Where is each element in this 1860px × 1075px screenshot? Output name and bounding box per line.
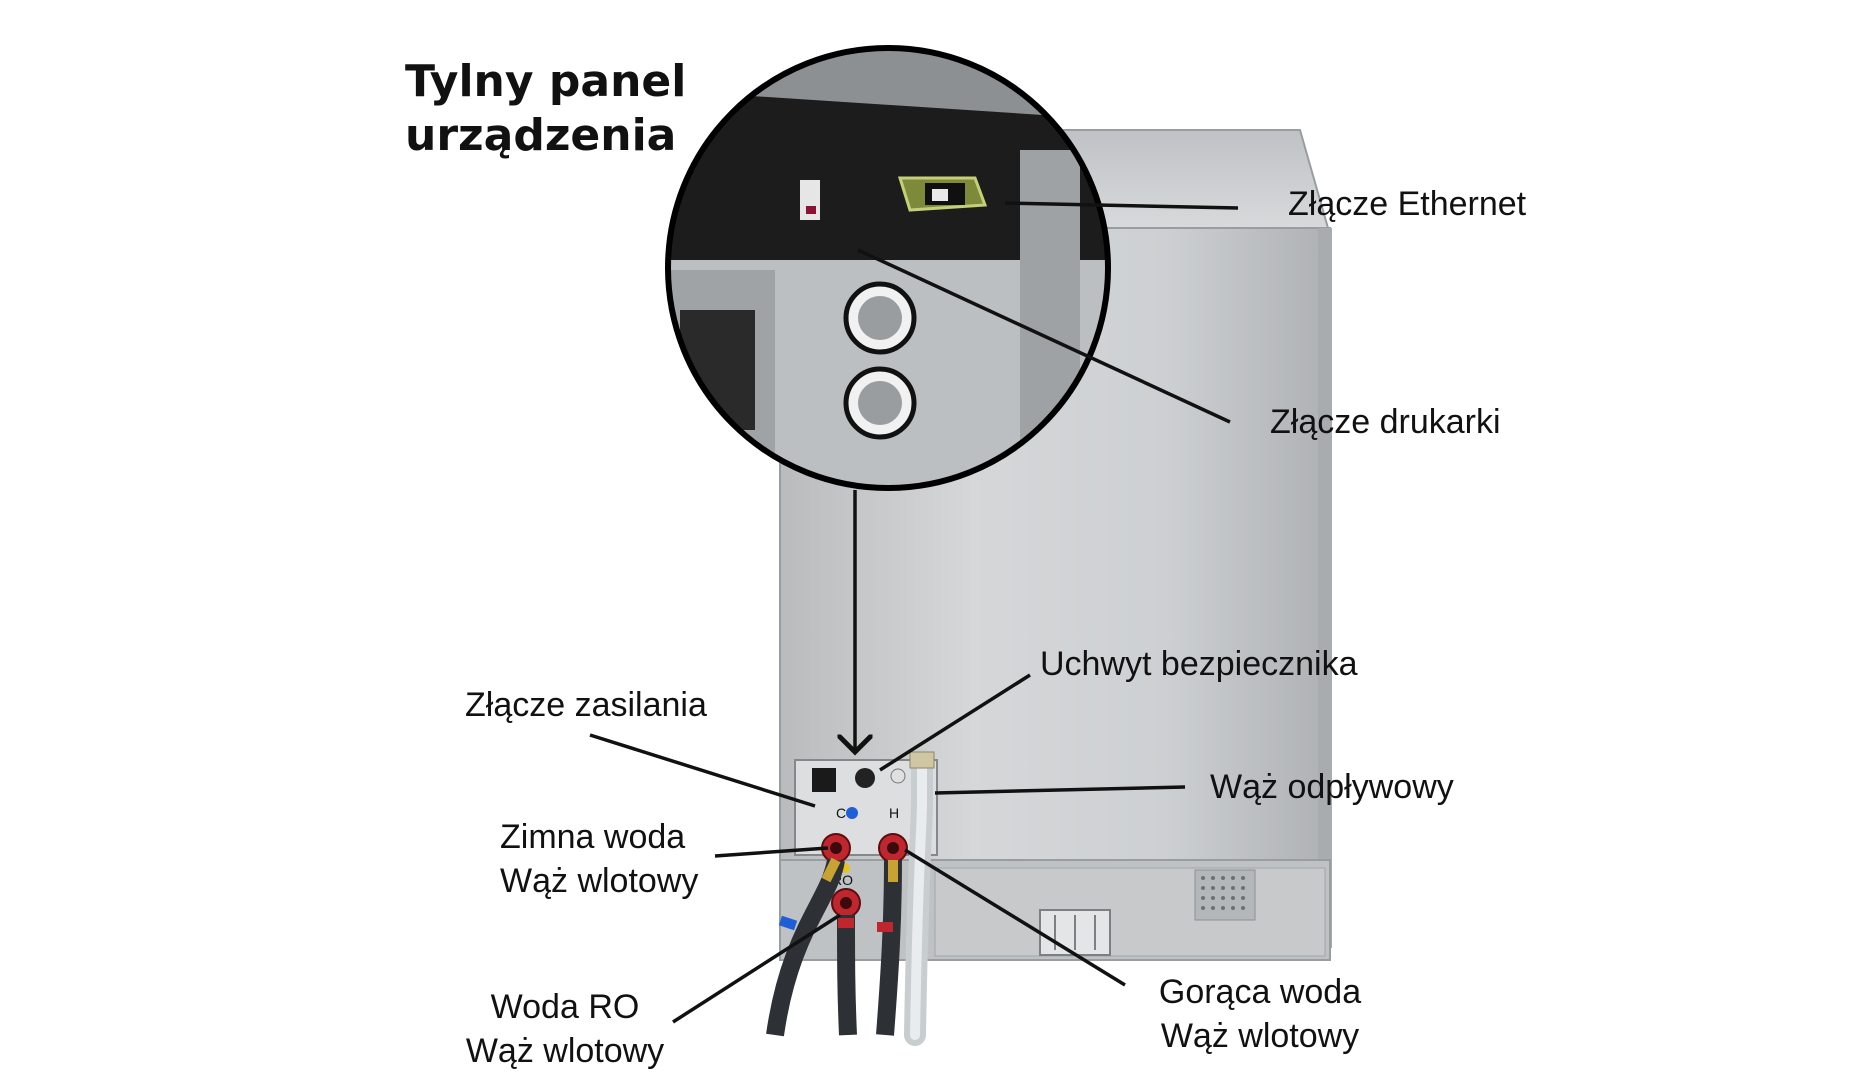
inlet-hoses xyxy=(766,857,902,1037)
hot-inlet-fitting xyxy=(878,833,908,863)
leader-printer xyxy=(857,248,1231,424)
zoom-knob-upper xyxy=(843,281,917,355)
cold-mark: C xyxy=(836,805,846,821)
hot-mark: H xyxy=(889,805,899,821)
label-fuse: Uchwyt bezpiecznika xyxy=(1040,645,1358,683)
title-line-2: urządzenia xyxy=(405,110,677,161)
label-ro-line-2: Wąż wlotowy xyxy=(465,1032,665,1070)
leader-drain xyxy=(934,785,1186,795)
power-socket-icon xyxy=(812,768,836,792)
ro-inlet-fitting xyxy=(831,888,861,918)
leader-ethernet xyxy=(1004,201,1239,210)
label-power: Złącze zasilania xyxy=(465,686,707,724)
label-cold-line-2: Wąż wlotowy xyxy=(500,862,699,900)
label-cold-line-1: Zimna woda xyxy=(500,818,686,856)
leader-hot xyxy=(904,848,1126,987)
label-hot-line-1: Gorąca woda xyxy=(1158,973,1362,1011)
zoom-inset xyxy=(665,45,1111,491)
label-hot-inlet: Gorąca woda Wąż wlotowy xyxy=(1145,970,1375,1058)
fuse-holder-icon xyxy=(855,768,875,788)
leader-cold xyxy=(714,846,829,858)
label-printer: Złącze drukarki xyxy=(1270,403,1501,441)
bottom-bracket xyxy=(1039,909,1111,956)
ethernet-port-icon xyxy=(897,176,988,212)
vent-grille xyxy=(1194,869,1256,921)
cold-dot-icon xyxy=(846,807,858,819)
label-drain: Wąż odpływowy xyxy=(1210,768,1454,806)
label-hot-line-2: Wąż wlotowy xyxy=(1160,1017,1360,1055)
leader-fuse xyxy=(879,673,1031,772)
zoom-knob-lower xyxy=(843,366,917,440)
label-cold-inlet: Zimna woda Wąż wlotowy xyxy=(500,815,698,903)
title-line-1: Tylny panel xyxy=(405,56,687,107)
label-ethernet: Złącze Ethernet xyxy=(1288,185,1527,223)
leader-ro xyxy=(672,913,841,1024)
leader-power xyxy=(589,733,816,808)
page-title: Tylny panel urządzenia xyxy=(405,55,686,163)
label-ro-inlet: Woda RO Wąż wlotowy xyxy=(455,985,675,1073)
label-ro-line-1: Woda RO xyxy=(490,988,640,1026)
